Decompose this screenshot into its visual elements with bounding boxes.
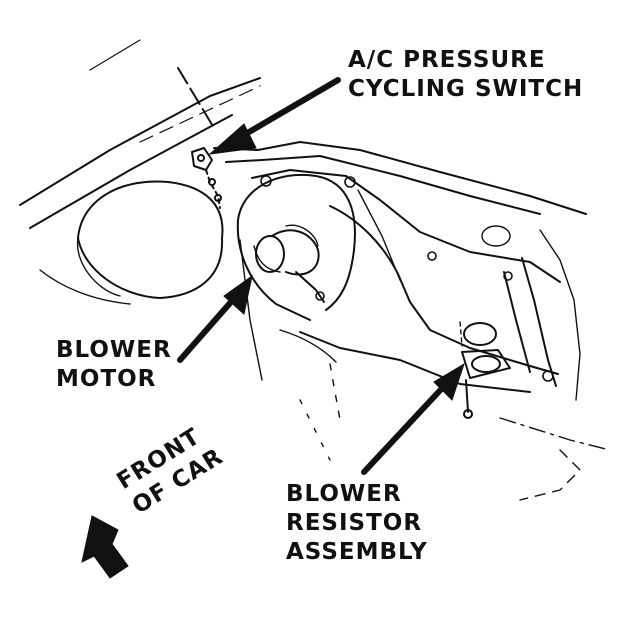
front-arrow-icon (81, 515, 129, 579)
blower-motor-label: BLOWER MOTOR (56, 336, 172, 394)
ac-pressure-switch-label: A/C PRESSURE CYCLING SWITCH (348, 46, 583, 104)
engine-details (299, 225, 611, 501)
blower-case (213, 141, 587, 393)
ac-pressure-line-2: CYCLING SWITCH (348, 76, 584, 102)
blower-motor-line-1: BLOWER (56, 337, 172, 363)
blower-resistor-line-2: RESISTOR (286, 510, 423, 536)
blower-resistor-line-3: ASSEMBLY (286, 539, 428, 565)
blower-resistor-label: BLOWER RESISTOR ASSEMBLY (286, 480, 428, 567)
arrow-resistor (361, 362, 465, 475)
arrow-ac-switch (208, 77, 341, 155)
fender-lines (19, 39, 261, 229)
strut-tower (39, 180, 224, 305)
mounting-bolts (260, 175, 554, 382)
blower-resistor-line-1: BLOWER (286, 481, 402, 507)
arrow-blower-motor (177, 274, 253, 363)
blower-motor-part (253, 224, 325, 303)
ac-switch-part (191, 147, 222, 209)
resistor-part (459, 321, 511, 419)
blower-motor-line-2: MOTOR (56, 366, 157, 392)
ac-pressure-line-1: A/C PRESSURE (348, 47, 546, 73)
